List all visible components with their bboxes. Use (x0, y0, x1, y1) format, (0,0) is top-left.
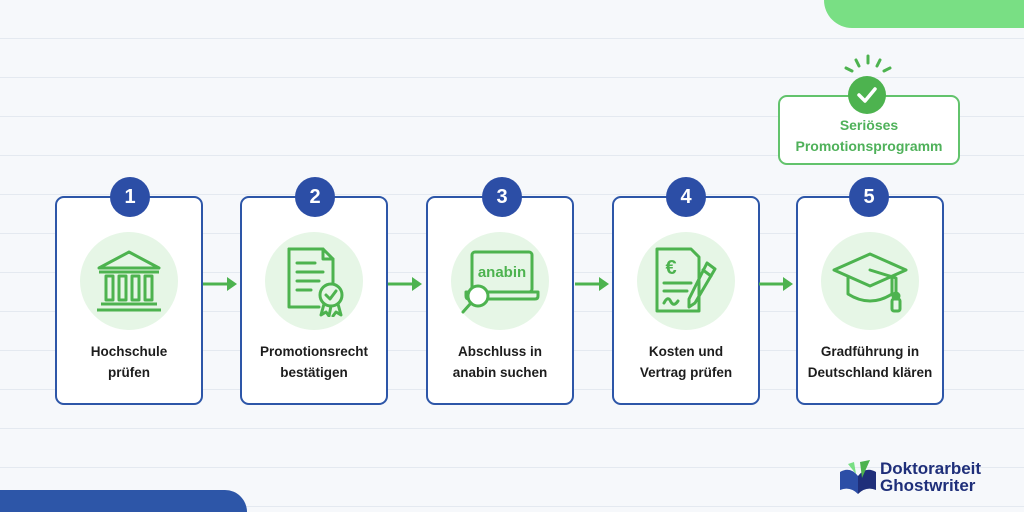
step-number-badge-2: 2 (295, 177, 335, 217)
top-right-decoration (824, 0, 1024, 28)
svg-text:€: € (665, 257, 676, 279)
icon-circle (80, 232, 178, 330)
step-number-badge-5: 5 (849, 177, 889, 217)
arrow-right-icon (575, 277, 609, 291)
arrow-right-icon (203, 277, 237, 291)
certificate-icon (287, 247, 344, 317)
arrow-right-icon (388, 277, 422, 291)
check-badge (848, 76, 886, 114)
book-pen-logo-icon (840, 460, 876, 494)
svg-text:anabin: anabin (478, 264, 526, 281)
sparkle-rays-icon (844, 54, 892, 73)
icon-circle (821, 232, 919, 330)
arrow-right-icon (759, 277, 793, 291)
step-number-badge-3: 3 (482, 177, 522, 217)
graduation-cap-icon (832, 252, 908, 313)
icon-circle (265, 232, 363, 330)
step-number-badge-4: 4 (666, 177, 706, 217)
university-building-icon (97, 250, 161, 312)
icon-circle: € (637, 232, 735, 330)
bottom-left-decoration (0, 490, 247, 512)
icon-circle: anabin (451, 232, 549, 330)
check-icon (857, 87, 877, 103)
laptop-search-icon: anabin (461, 250, 540, 314)
contract-euro-icon: € (655, 247, 717, 313)
step-number-badge-1: 1 (110, 177, 150, 217)
